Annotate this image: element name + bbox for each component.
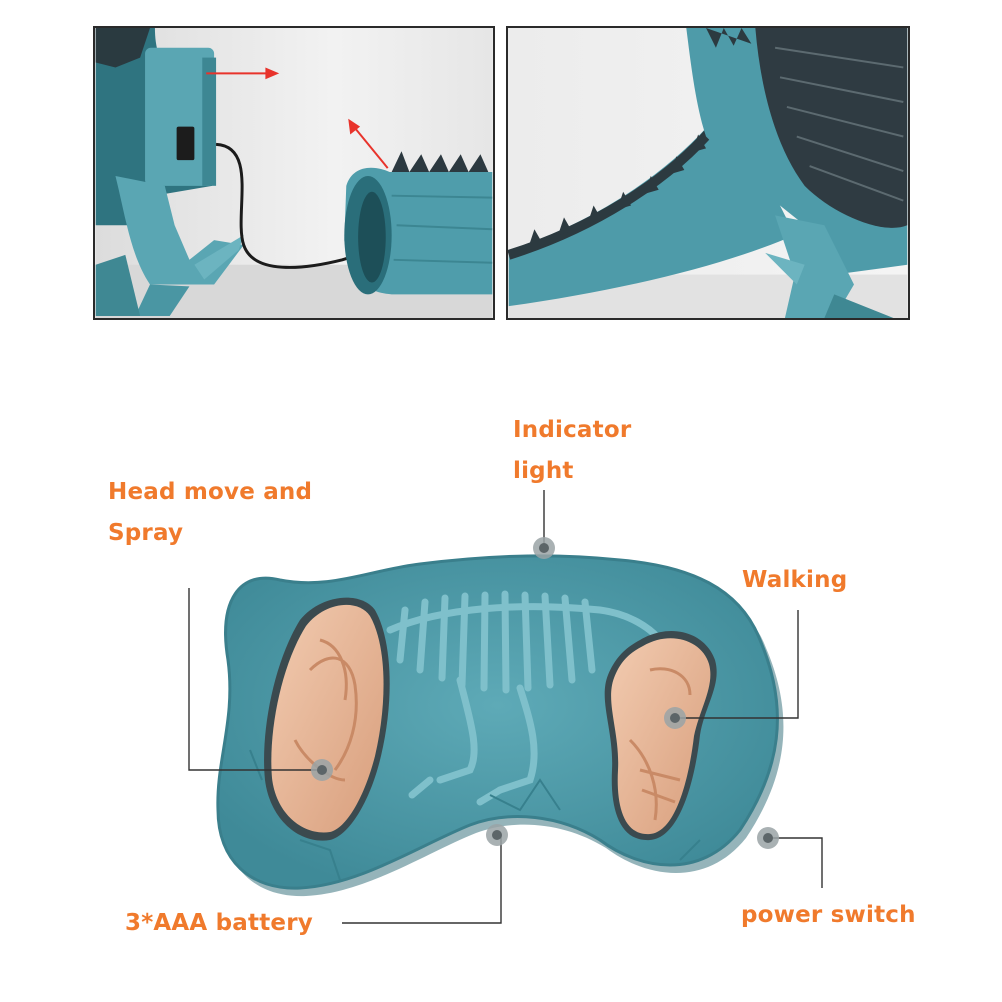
head-spray-joystick [271,604,384,833]
skeleton-relief [386,590,664,806]
tail-assembled-illustration [508,28,908,318]
remote-control-illustration [188,490,823,924]
photo-tail-assembled [506,26,910,320]
remote-control-diagram: Indicator light Head move and Spray Walk… [0,340,1002,1002]
head-move-spray-label: Head move and Spray [108,479,313,546]
walking-joystick [611,638,711,835]
indicator-light-label: Indicator light [513,417,632,484]
callout-dots [311,537,779,849]
tail-connector-illustration [95,28,493,318]
power-switch-label: power switch [741,902,916,928]
battery-label: 3*AAA battery [125,910,313,936]
photo-tail-connector [93,26,495,320]
walking-label: Walking [742,567,848,593]
